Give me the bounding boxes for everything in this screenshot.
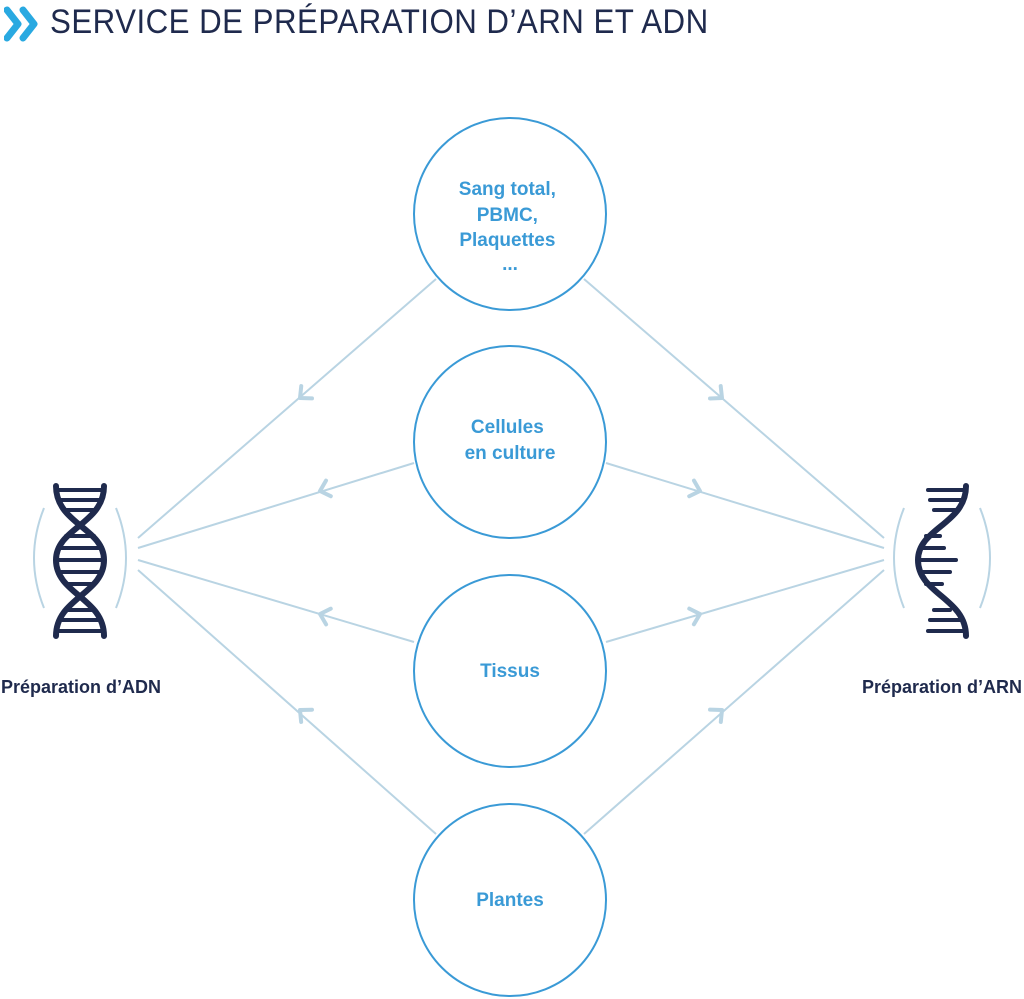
arrowhead: [708, 707, 724, 724]
source-node-tissues: Tissus: [413, 574, 607, 768]
node-label-line: ...: [502, 254, 518, 275]
arrowhead: [318, 478, 333, 499]
arrowhead: [318, 606, 333, 627]
source-node-cells: Cellules en culture: [413, 345, 607, 539]
arrowhead: [298, 384, 314, 401]
connector-line: [583, 569, 885, 835]
arrowhead: [687, 478, 702, 499]
rna-preparation-label: Préparation d’ARN: [862, 677, 1023, 697]
double-chevron-right-icon: [4, 6, 38, 42]
node-label-line: Cellules: [471, 417, 544, 438]
arrowheads: [298, 384, 724, 724]
connector-line: [137, 559, 415, 643]
connector-line: [605, 462, 885, 549]
connector-line: [137, 278, 437, 539]
svg-text:Tissus: Tissus: [480, 661, 540, 682]
arrowhead: [687, 606, 702, 627]
connector-line: [137, 462, 415, 549]
dna-preparation-label: Préparation d’ADN: [1, 677, 162, 697]
header: SERVICE DE PRÉPARATION D’ARN ET ADN: [0, 0, 1024, 48]
svg-text:Cellules en culture: Cellules en culture: [465, 417, 556, 464]
node-label-line: en culture: [465, 443, 556, 464]
dna-icon: [33, 483, 127, 639]
source-node-plants: Plantes: [413, 803, 607, 997]
arrowhead: [708, 384, 724, 401]
page-title: SERVICE DE PRÉPARATION D’ARN ET ADN: [50, 3, 709, 41]
node-label-line: PBMC,: [477, 205, 538, 226]
svg-text:Plantes: Plantes: [476, 890, 544, 911]
connector-line: [137, 569, 437, 835]
node-label-line: Sang total,: [459, 179, 556, 200]
node-label-line: Plantes: [476, 890, 544, 911]
node-label-line: Tissus: [480, 661, 540, 682]
connector-line: [605, 559, 885, 643]
arrowhead: [298, 707, 314, 724]
connectors: [137, 278, 885, 835]
node-label-line: Plaquettes: [459, 230, 555, 251]
svg-text:Sang total, PBMC,: Sang total, PBMC, Plaquettes ...: [459, 179, 561, 275]
source-node-blood: Sang total, PBMC, Plaquettes ...: [413, 117, 607, 311]
rna-icon: [893, 483, 991, 639]
connector-line: [583, 278, 885, 539]
